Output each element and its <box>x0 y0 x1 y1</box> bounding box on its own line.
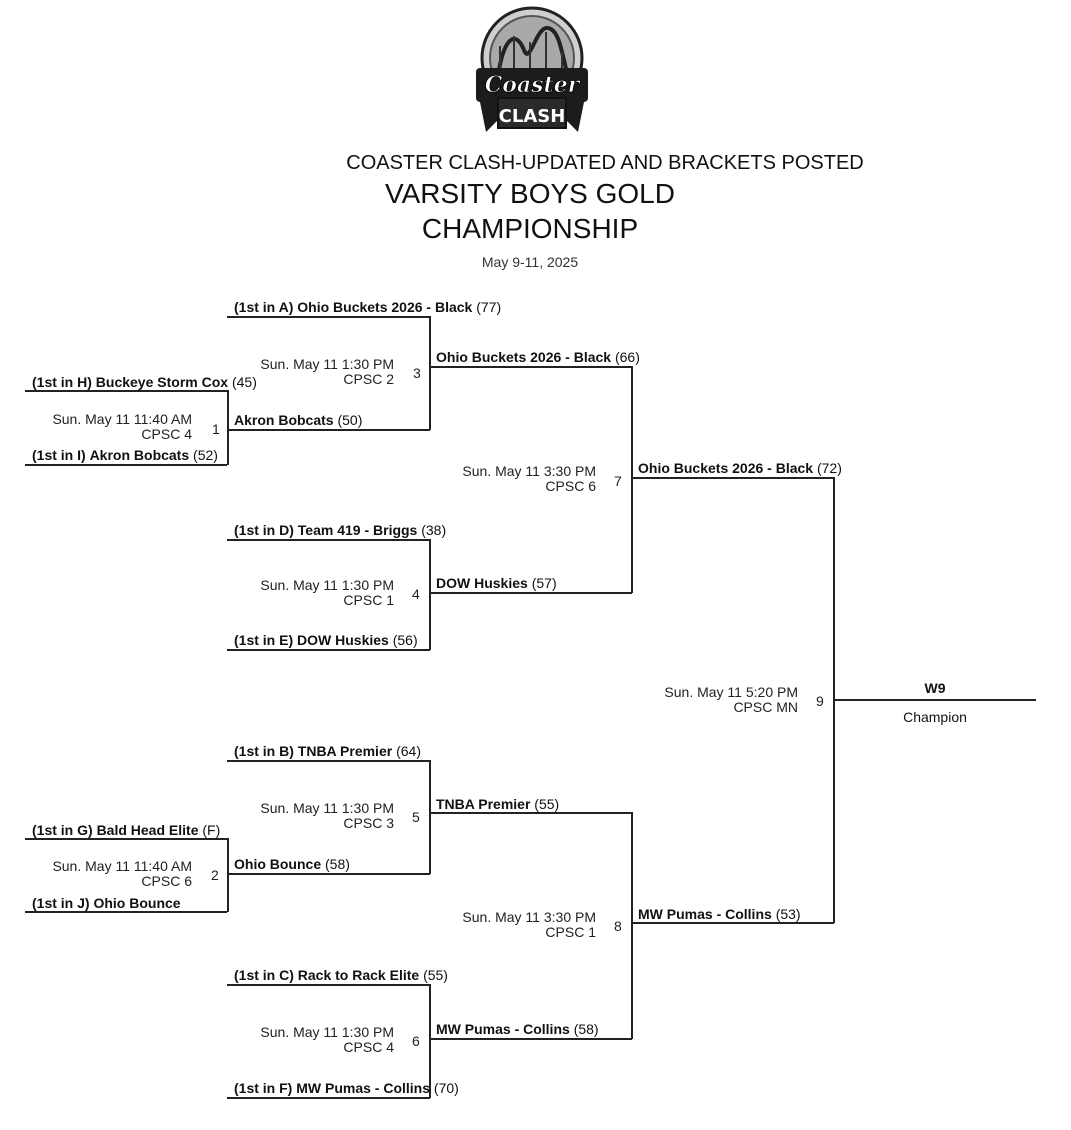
bracket-line <box>227 873 430 875</box>
game-time: Sun. May 11 1:30 PM <box>260 356 394 372</box>
bracket-line <box>227 316 430 318</box>
game-time: Sun. May 11 5:20 PM <box>664 684 798 700</box>
division-title-line1: VARSITY BOYS GOLD <box>385 178 675 209</box>
division-title-line2: CHAMPIONSHIP <box>421 213 639 244</box>
game-time: Sun. May 11 3:30 PM <box>462 463 596 479</box>
game-court: CPSC 3 <box>343 815 394 831</box>
bracket-line <box>227 838 229 912</box>
champion-slot: W9 <box>924 680 946 696</box>
bracket-line <box>227 390 229 465</box>
game-court: CPSC 1 <box>545 924 596 940</box>
game-number: 7 <box>614 473 622 489</box>
team-slot: MW Pumas - Collins (53) <box>638 906 801 922</box>
team-slot: (1st in G) Bald Head Elite (F) <box>32 822 221 838</box>
game-time: Sun. May 11 11:40 AM <box>52 411 192 427</box>
team-slot: Ohio Buckets 2026 - Black (72) <box>638 460 842 476</box>
team-slot: Akron Bobcats (50) <box>234 412 363 428</box>
bracket-line <box>631 922 834 924</box>
team-slot: (1st in B) TNBA Premier (64) <box>234 743 421 759</box>
game-time: Sun. May 11 3:30 PM <box>462 909 596 925</box>
game-number: 4 <box>412 586 420 602</box>
team-slot: MW Pumas - Collins (58) <box>436 1021 599 1037</box>
champion-label: Champion <box>903 709 967 725</box>
game-number: 2 <box>211 867 219 883</box>
bracket-line <box>429 366 632 368</box>
game-time: Sun. May 11 1:30 PM <box>260 1024 394 1040</box>
team-slot: DOW Huskies (57) <box>436 575 557 591</box>
game-court: CPSC 4 <box>141 426 192 442</box>
bracket-line <box>25 464 227 466</box>
svg-text:Coaster: Coaster <box>485 72 581 98</box>
event-title: COASTER CLASH-UPDATED AND BRACKETS POSTE… <box>346 152 864 174</box>
bracket-line <box>25 390 227 392</box>
game-court: CPSC MN <box>733 699 798 715</box>
bracket-line <box>631 477 834 479</box>
game-number: 9 <box>816 693 824 709</box>
game-court: CPSC 6 <box>141 873 192 889</box>
game-court: CPSC 2 <box>343 371 394 387</box>
game-number: 6 <box>412 1033 420 1049</box>
bracket-line <box>429 592 632 594</box>
game-court: CPSC 1 <box>343 592 394 608</box>
team-slot: (1st in E) DOW Huskies (56) <box>234 632 418 648</box>
bracket-line <box>227 429 430 431</box>
event-dates: May 9-11, 2025 <box>481 254 579 270</box>
bracket-line <box>227 649 430 651</box>
team-slot: (1st in J) Ohio Bounce <box>32 895 181 911</box>
bracket-line <box>227 760 430 762</box>
bracket-line <box>227 984 430 986</box>
bracket-line <box>429 1038 632 1040</box>
game-number: 1 <box>212 421 220 437</box>
team-slot: Ohio Buckets 2026 - Black (66) <box>436 349 640 365</box>
team-slot: (1st in A) Ohio Buckets 2026 - Black (77… <box>234 299 502 315</box>
svg-text:CLASH: CLASH <box>499 106 566 127</box>
bracket-line <box>833 699 1036 701</box>
bracket-line <box>429 316 431 430</box>
game-number: 8 <box>614 918 622 934</box>
game-time: Sun. May 11 1:30 PM <box>260 800 394 816</box>
game-court: CPSC 6 <box>545 478 596 494</box>
bracket-line <box>429 539 431 650</box>
bracket-line <box>25 911 227 913</box>
bracket-line <box>25 838 227 840</box>
coaster-clash-logo: Coaster CLASH <box>476 6 588 132</box>
game-number: 5 <box>412 809 420 825</box>
team-slot: TNBA Premier (55) <box>436 796 560 812</box>
game-number: 3 <box>413 365 421 381</box>
team-slot: Ohio Bounce (58) <box>234 856 350 872</box>
bracket-line <box>429 984 431 1098</box>
team-slot: (1st in H) Buckeye Storm Cox (45) <box>32 374 257 390</box>
team-slot: (1st in I) Akron Bobcats (52) <box>32 447 218 463</box>
team-slot: (1st in F) MW Pumas - Collins (70) <box>234 1080 459 1096</box>
bracket-line <box>429 760 431 874</box>
bracket-line <box>631 812 633 1039</box>
bracket-line <box>631 366 633 593</box>
bracket-line <box>227 1097 430 1099</box>
bracket-line <box>429 812 632 814</box>
team-slot: (1st in C) Rack to Rack Elite (55) <box>234 967 448 983</box>
team-slot: (1st in D) Team 419 - Briggs (38) <box>234 522 447 538</box>
game-time: Sun. May 11 1:30 PM <box>260 577 394 593</box>
game-court: CPSC 4 <box>343 1039 394 1055</box>
bracket-line <box>227 539 430 541</box>
game-time: Sun. May 11 11:40 AM <box>52 858 192 874</box>
